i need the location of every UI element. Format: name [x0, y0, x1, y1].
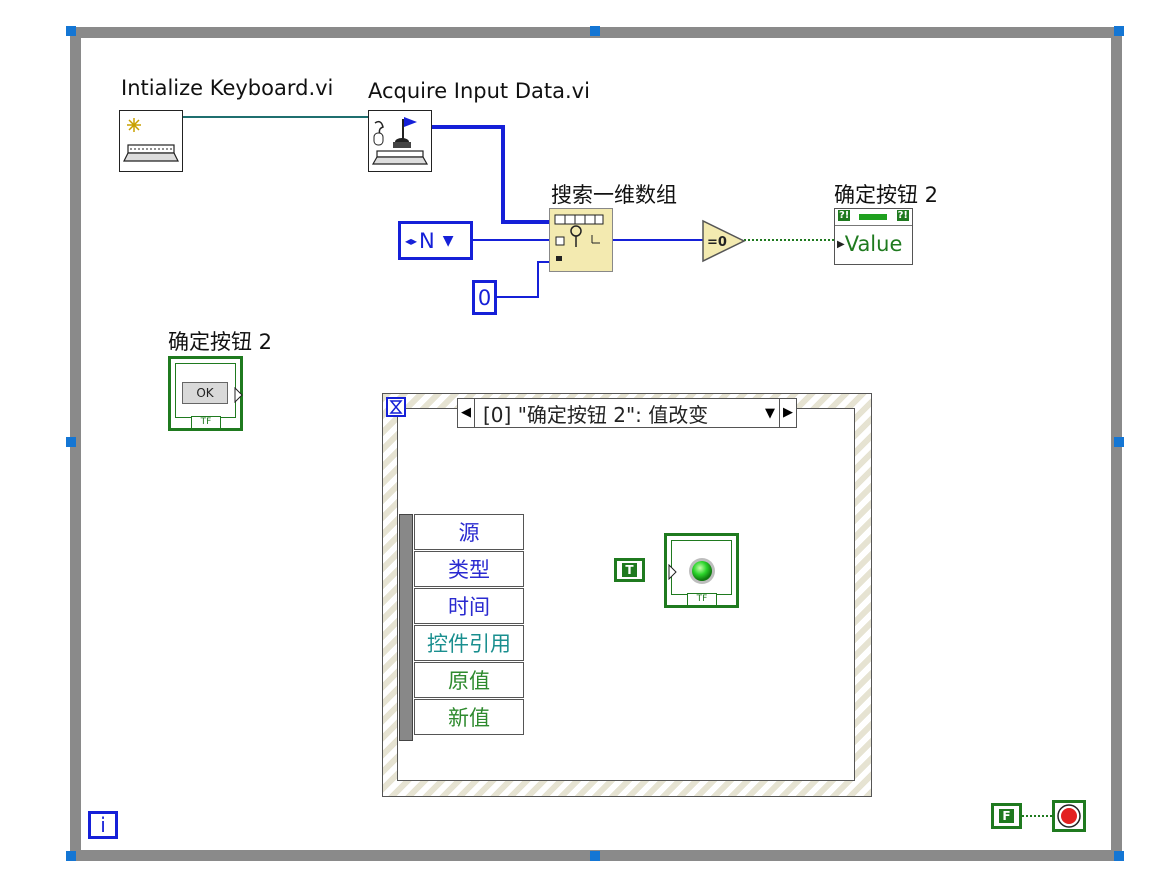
led-input-arrow-icon [668, 564, 677, 580]
resize-handle-top-left[interactable] [66, 26, 76, 36]
event-data-label: 新值 [448, 706, 490, 730]
event-data-label: 源 [458, 521, 480, 545]
initialize-keyboard-subvi[interactable] [119, 110, 183, 172]
zero-constant[interactable]: 0 [472, 280, 497, 315]
search-array-label: 搜索一维数组 [551, 183, 677, 207]
event-data-newval[interactable]: 新值 [414, 699, 524, 735]
property-node-bar-icon [859, 214, 887, 220]
enum-constant[interactable]: ◂▸ N ▼ [398, 221, 473, 260]
resize-handle-bottom-middle[interactable] [590, 851, 600, 861]
false-constant-value: F [999, 809, 1014, 823]
acquire-input-data-subvi[interactable] [368, 110, 432, 172]
property-value-label: Value [844, 232, 903, 256]
green-led-icon [689, 558, 715, 584]
init-keyboard-label: Intialize Keyboard.vi [121, 76, 334, 100]
event-data-label: 原值 [448, 669, 490, 693]
search-1d-array-node[interactable] [549, 208, 613, 272]
event-data-source[interactable]: 源 [414, 514, 524, 550]
acquire-input-label: Acquire Input Data.vi [368, 79, 590, 103]
ok-button-value-property-node[interactable]: ?! ?! ▶ Value [834, 208, 913, 265]
event-structure[interactable]: ◀ [0] "确定按钮 2": 值改变 ▼ ▶ 源 类型 时间 控件引用 原值 … [382, 393, 872, 797]
enum-increment-arrows-icon[interactable]: ◂▸ [405, 233, 418, 248]
property-input-arrow-icon: ▶ [837, 238, 845, 250]
led-tf-tag: TF [687, 593, 717, 605]
resize-handle-middle-left[interactable] [66, 437, 76, 447]
previous-case-arrow-icon[interactable]: ◀ [458, 399, 475, 427]
property-node-header: ?! ?! [835, 209, 912, 226]
false-constant[interactable]: F [991, 803, 1022, 829]
array-wire [431, 125, 551, 224]
true-constant-value: T [622, 563, 637, 577]
iteration-terminal-label: i [100, 813, 106, 837]
hourglass-icon [389, 400, 403, 414]
property-value-row[interactable]: ▶ Value [835, 226, 912, 262]
ok-button-text: OK [196, 386, 214, 400]
ok-tf-tag: TF [191, 416, 221, 428]
event-data-type[interactable]: 类型 [414, 551, 524, 587]
event-data-time[interactable]: 时间 [414, 588, 524, 624]
ok-button-face: OK [182, 382, 228, 404]
keyboard-init-icon [123, 118, 179, 162]
stop-sign-icon [1057, 804, 1081, 828]
joystick-icon [371, 117, 429, 165]
loop-condition-stop-terminal[interactable] [1052, 800, 1086, 832]
iteration-terminal[interactable]: i [88, 811, 118, 839]
boolean-led-indicator-terminal[interactable]: TF [664, 533, 739, 608]
resize-handle-bottom-right[interactable] [1114, 851, 1124, 861]
ok-indicator-label: 确定按钮 2 [834, 183, 939, 207]
resize-handle-middle-right[interactable] [1114, 437, 1124, 447]
event-data-node[interactable]: 源 类型 时间 控件引用 原值 新值 [399, 514, 525, 741]
true-constant[interactable]: T [614, 558, 645, 582]
event-data-node-bar [399, 514, 413, 741]
ok-button-inner-frame: OK [175, 363, 236, 418]
equal-zero-symbol: =0 [707, 235, 727, 250]
case-dropdown-arrow-icon[interactable]: ▼ [765, 405, 775, 421]
property-node-ref-icon-left: ?! [838, 210, 851, 221]
event-data-oldval[interactable]: 原值 [414, 662, 524, 698]
search-array-icon [554, 214, 604, 261]
enum-constant-value: N [419, 228, 435, 253]
property-node-ref-icon-right: ?! [896, 210, 909, 221]
next-case-arrow-icon[interactable]: ▶ [779, 399, 796, 427]
enum-dropdown-arrow-icon[interactable]: ▼ [442, 232, 454, 249]
resize-handle-top-right[interactable] [1114, 26, 1124, 36]
event-data-label: 控件引用 [427, 632, 511, 656]
ok-button-control-terminal[interactable]: OK TF [168, 356, 243, 431]
event-case-selector[interactable]: ◀ [0] "确定按钮 2": 值改变 ▼ ▶ [457, 398, 797, 428]
resize-handle-top-middle[interactable] [590, 26, 600, 36]
zero-wire [497, 261, 551, 298]
event-case-label: [0] "确定按钮 2": 值改变 [483, 402, 709, 427]
ok-terminal-output-arrow-icon [234, 387, 243, 403]
zero-constant-value: 0 [477, 285, 492, 310]
resize-handle-bottom-left[interactable] [66, 851, 76, 861]
event-data-ctlref[interactable]: 控件引用 [414, 625, 524, 661]
event-data-label: 类型 [448, 558, 490, 582]
event-data-label: 时间 [448, 595, 490, 619]
timeout-hourglass-terminal[interactable] [386, 397, 406, 417]
ok-control-label: 确定按钮 2 [168, 330, 273, 354]
equal-zero-node [702, 219, 746, 263]
